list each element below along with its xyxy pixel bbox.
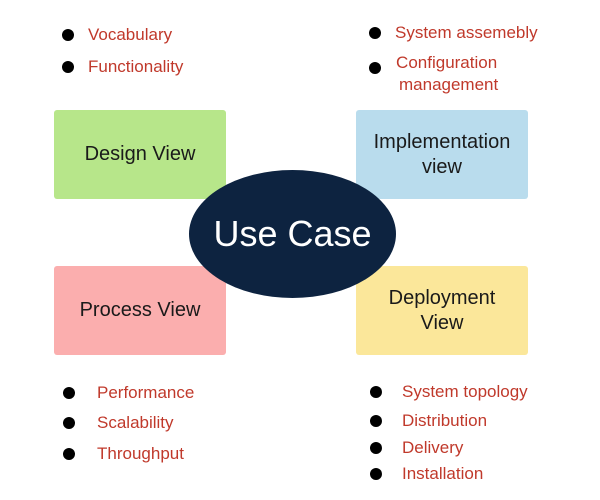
bullet-label: Performance: [97, 383, 195, 402]
bullet-label-line2: management: [399, 75, 499, 94]
bullet-icon: [63, 417, 75, 429]
implementation-view-box: Implementation view: [356, 110, 528, 199]
bullet-label: System assemebly: [395, 23, 538, 42]
bullet-icon: [370, 386, 382, 398]
bullet-label: Installation: [402, 464, 484, 483]
process-view-label: Process View: [79, 299, 201, 321]
bullet-icon: [62, 29, 74, 41]
bullet-label: Vocabulary: [88, 25, 173, 44]
implementation-view-bullets: System assemebly Configuration managemen…: [369, 22, 589, 102]
design-view-label: Design View: [84, 143, 196, 165]
bullet-label: Delivery: [402, 438, 464, 457]
process-view-bullets: Performance Scalability Throughput: [63, 382, 263, 472]
deployment-view-label-line2: View: [420, 311, 464, 334]
bullet-icon: [370, 442, 382, 454]
implementation-view-label-line2: view: [421, 155, 462, 178]
bullet-label: Distribution: [402, 411, 488, 430]
bullet-label-line1: Configuration: [396, 53, 498, 72]
bullet-icon: [370, 468, 382, 480]
bullet-label: Configuration management: [395, 52, 498, 96]
implementation-view-label-line1: Implementation: [373, 130, 511, 153]
design-view-box: Design View: [54, 110, 226, 199]
design-view-bullets: Vocabulary Functionality: [62, 24, 262, 84]
bullet-label: Scalability: [97, 413, 174, 432]
process-view-box: Process View: [54, 266, 226, 355]
bullet-label: System topology: [402, 382, 528, 401]
bullet-icon: [63, 387, 75, 399]
bullet-icon: [63, 448, 75, 460]
bullet-icon: [369, 27, 381, 39]
bullet-label: Throughput: [97, 444, 184, 463]
deployment-view-label-line1: Deployment: [388, 286, 496, 309]
deployment-view-bullets: System topology Distribution Delivery In…: [370, 381, 590, 491]
bullet-icon: [369, 62, 381, 74]
bullet-label: Functionality: [88, 57, 184, 76]
use-case-ellipse: Use Case: [189, 170, 396, 298]
bullet-icon: [370, 415, 382, 427]
use-case-label: Use Case: [213, 213, 372, 254]
bullet-icon: [62, 61, 74, 73]
deployment-view-box: Deployment View: [356, 266, 528, 355]
